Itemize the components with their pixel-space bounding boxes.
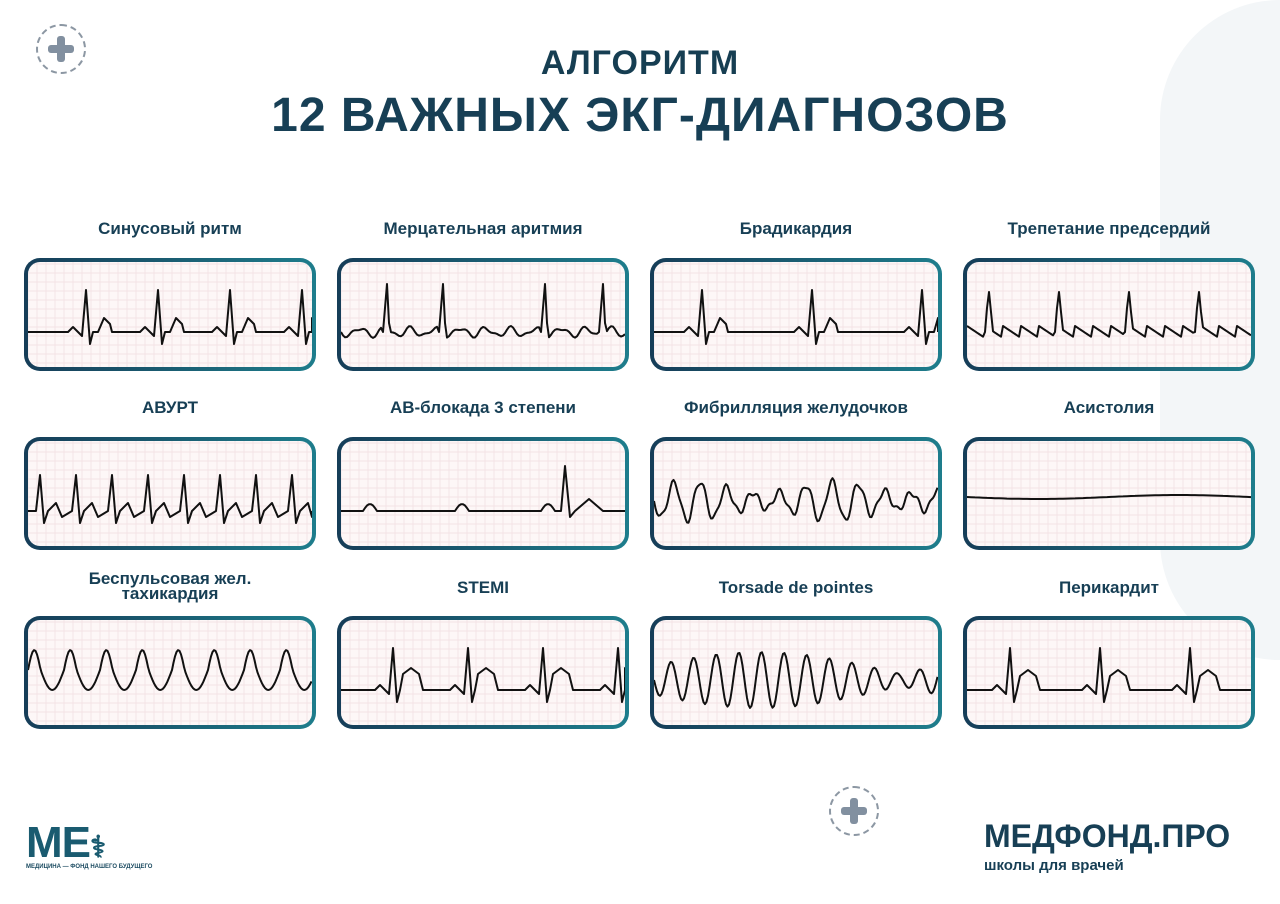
ecg-waveform: [654, 262, 938, 367]
ecg-waveform: [28, 441, 312, 546]
ecg-trace: [341, 647, 625, 703]
ecg-trace: [967, 494, 1251, 500]
ecg-waveform: [341, 262, 625, 367]
ecg-trace: [654, 289, 938, 345]
med-logo: МЕ⚕ МЕДИЦИНА — ФОНД НАШЕГО БУДУЩЕГО: [26, 818, 152, 870]
ecg-strip: [963, 616, 1255, 729]
ecg-trace: [967, 291, 1251, 338]
logo-tagline: МЕДИЦИНА — ФОНД НАШЕГО БУДУЩЕГО: [26, 864, 153, 870]
ecg-strip: [650, 616, 942, 729]
diagnosis-title: Мерцательная аритмия: [383, 219, 583, 238]
diagnosis-title: Синусовый ритм: [98, 219, 242, 238]
ecg-waveform: [341, 441, 625, 546]
ecg-waveform: [967, 620, 1251, 725]
ecg-strip: [963, 437, 1255, 550]
ecg-waveform: [654, 620, 938, 725]
ecg-waveform: [967, 262, 1251, 367]
ecg-trace: [341, 465, 625, 518]
ecg-strip: [24, 258, 316, 371]
ecg-strip: [650, 258, 942, 371]
plus-icon: [829, 786, 879, 836]
ecg-trace: [967, 647, 1251, 703]
ecg-waveform: [967, 441, 1251, 546]
ecg-trace: [28, 289, 312, 345]
diagnosis-title: Перикардит: [1059, 578, 1159, 597]
diagnosis-title: Трепетание предсердий: [1007, 219, 1211, 238]
ecg-trace: [341, 283, 625, 339]
ecg-trace: [28, 649, 312, 691]
diagnosis-title: Асистолия: [1063, 398, 1155, 417]
ecg-strip: [650, 437, 942, 550]
ecg-strip: [337, 437, 629, 550]
ecg-waveform: [28, 620, 312, 725]
brand-subtitle: школы для врачей: [984, 857, 1124, 874]
diagnosis-title: STEMI: [457, 578, 509, 597]
ecg-waveform: [341, 620, 625, 725]
ecg-strip: [963, 258, 1255, 371]
diagnosis-title: Torsade de pointes: [718, 578, 874, 597]
ecg-trace: [654, 477, 938, 524]
ecg-strip: [337, 616, 629, 729]
brand-block: МЕДФОНД.ПРО школы для врачей: [984, 818, 1264, 874]
stethoscope-icon: ⚕: [90, 831, 106, 864]
ecg-trace: [654, 651, 938, 709]
ecg-waveform: [654, 441, 938, 546]
title-line-1: АЛГОРИТМ: [540, 44, 740, 82]
brand-name: МЕДФОНД.ПРО: [984, 818, 1231, 854]
diagnosis-title: Беспульсовая жел. тахикардия: [88, 569, 252, 603]
logo-text: МЕ: [26, 818, 91, 867]
plus-icon: [36, 24, 86, 74]
ecg-trace: [28, 474, 312, 524]
ecg-strip: [24, 437, 316, 550]
ecg-waveform: [28, 262, 312, 367]
diagnosis-title: АВ-блокада 3 степени: [389, 398, 577, 417]
page-title: 12 ВАЖНЫХ ЭКГ-ДИАГНОЗОВ: [271, 89, 1009, 142]
ecg-strip: [24, 616, 316, 729]
diagnosis-title: Брадикардия: [739, 219, 853, 238]
ecg-strip: [337, 258, 629, 371]
diagnosis-title: АВУРТ: [142, 398, 198, 417]
diagnosis-title: Фибрилляция желудочков: [684, 398, 908, 417]
